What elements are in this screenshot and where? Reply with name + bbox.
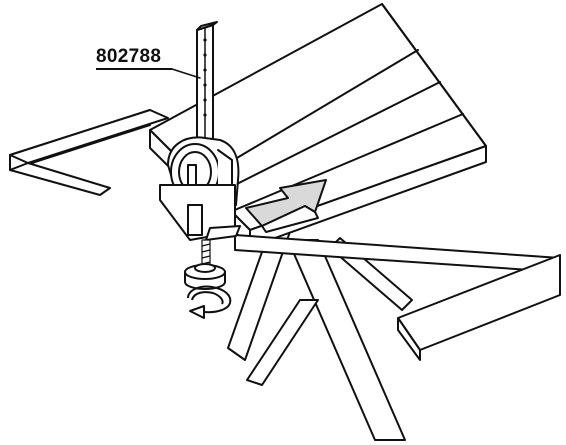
callout-leader-line [171, 68, 201, 79]
bench-seat-back [9, 109, 169, 196]
rotate-clockwise-arrow-icon [187, 285, 232, 319]
part-number-underline [96, 68, 172, 70]
insert-direction-arrow-icon [245, 179, 327, 233]
mounting-post [196, 21, 218, 146]
clamp-knob [184, 263, 226, 290]
bench-seat-front [234, 234, 561, 361]
clamp-jaw [159, 184, 241, 241]
part-number-label: 802788 [96, 46, 162, 67]
